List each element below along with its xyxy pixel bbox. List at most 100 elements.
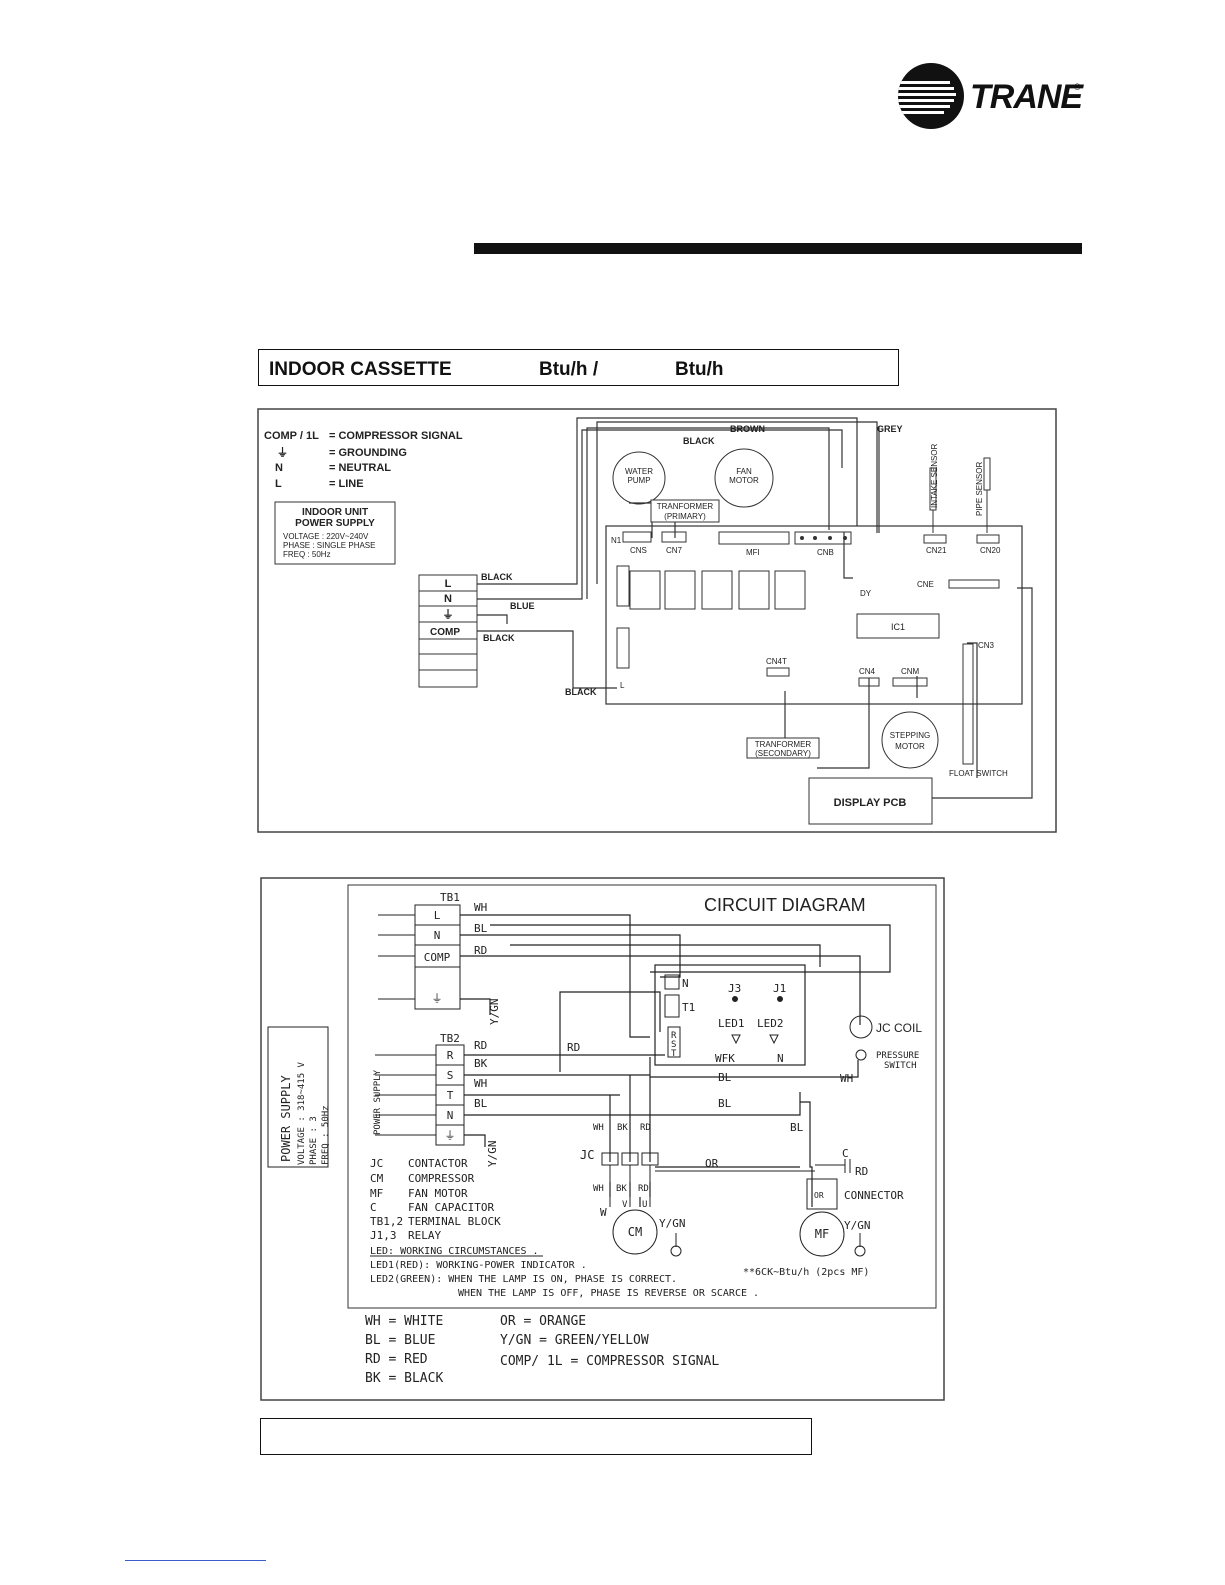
wire-label-black: BLACK <box>483 633 515 643</box>
power-voltage: VOLTAGE : 220V~240V <box>283 532 369 541</box>
color-legend-right: COMP/ 1L = COMPRESSOR SIGNAL <box>500 1354 719 1369</box>
tb1-term-l: L <box>434 909 441 922</box>
abbr-desc: FAN CAPACITOR <box>408 1201 494 1214</box>
wire-rd-label: RD <box>567 1041 580 1054</box>
fan-motor-label: MOTOR <box>729 476 759 485</box>
stepping-motor-label: MOTOR <box>895 742 925 751</box>
circuit-title: CIRCUIT DIAGRAM <box>704 895 866 915</box>
wire-wh-label: WH <box>593 1123 604 1133</box>
abbr-desc: TERMINAL BLOCK <box>408 1215 501 1228</box>
led2-label: LED2 <box>757 1017 784 1030</box>
circuit-diagram: CIRCUIT DIAGRAM TB1 L N COMP ⏚ WH BL RD … <box>260 877 945 1401</box>
connector-l: L <box>620 681 625 690</box>
abbr-code: TB1,2 <box>370 1215 403 1228</box>
indoor-wiring-diagram: COMP / 1L = COMPRESSOR SIGNAL ⏚ = GROUND… <box>257 408 1057 833</box>
connector-mfi: MFI <box>746 548 760 557</box>
unit-label-1: Btu/h / <box>539 359 599 380</box>
tb1-term-ground-icon: ⏚ <box>432 992 443 1005</box>
tb2-wire-ygn: Y/GN <box>486 1141 499 1168</box>
connector-cn4: CN4 <box>859 667 876 676</box>
relay-j1: J1 <box>773 982 786 995</box>
connector-cn4t: CN4T <box>766 657 787 666</box>
abbr-desc: FAN MOTOR <box>408 1187 468 1200</box>
tb1-term-n: N <box>434 929 441 942</box>
terminal-ground-icon: ⏚ <box>443 608 454 621</box>
mf-note: **6CK~Btu/h (2pcs MF) <box>743 1267 869 1278</box>
color-legend-left: BK = BLACK <box>365 1371 443 1386</box>
transformer-secondary-label: (SECONDARY) <box>755 749 811 758</box>
wire-label-black: BLACK <box>565 687 597 697</box>
pressure-switch-label: PRESSURE <box>876 1051 919 1061</box>
tb1-wire-ygn: Y/GN <box>488 999 501 1026</box>
transformer-primary-label: (PRIMARY) <box>664 512 706 521</box>
led1-label: LED1 <box>718 1017 745 1030</box>
wire-bl-label: BL <box>790 1121 804 1134</box>
terminal-comp: COMP <box>430 627 460 638</box>
abbr-code: C <box>370 1201 377 1214</box>
legend-value: = COMPRESSOR SIGNAL <box>329 430 463 442</box>
led-note: LED1(RED): WORKING-POWER INDICATOR . <box>370 1260 587 1271</box>
relay-j3: J3 <box>728 982 741 995</box>
mf-ygn: Y/GN <box>844 1219 871 1232</box>
float-switch-label: FLOAT SWITCH <box>949 769 1008 778</box>
power-phase: PHASE : 3 <box>309 1116 319 1165</box>
color-legend-left: RD = RED <box>365 1352 428 1367</box>
tb2-wire-wh: WH <box>474 1077 487 1090</box>
wire-rd-label: RD <box>640 1123 651 1133</box>
transformer-secondary-label: TRANFORMER <box>755 740 812 749</box>
cm-wire-bk: BK <box>616 1184 627 1194</box>
wire-label-blue: BLUE <box>510 601 535 611</box>
abbr-code: J1,3 <box>370 1229 397 1242</box>
wire-wh-label: WH <box>840 1072 853 1085</box>
tb2-term-ground-icon: ⏚ <box>445 1129 456 1142</box>
terminal-n: N <box>444 593 452 605</box>
connector-cn7: CN7 <box>666 546 683 555</box>
tb1-term-comp: COMP <box>424 951 451 964</box>
pipe-sensor-label: PIPE SENSOR <box>975 462 984 516</box>
power-supply-title: POWER SUPPLY <box>295 518 375 529</box>
fan-motor-label: FAN <box>736 467 752 476</box>
cm-motor-label: CM <box>628 1225 642 1239</box>
abbr-desc: COMPRESSOR <box>408 1172 475 1185</box>
wire-bk-label: BK <box>617 1123 628 1133</box>
relay-r: R <box>671 1031 677 1041</box>
tb1-wire-wh: WH <box>474 901 487 914</box>
cm-wire-rd: RD <box>638 1184 649 1194</box>
grounding-icon: ⏚ <box>277 446 288 459</box>
wire-label-black: BLACK <box>683 436 715 446</box>
color-legend-right: OR = ORANGE <box>500 1314 586 1329</box>
tb2-term-s: S <box>447 1069 454 1082</box>
mf-motor-label: MF <box>815 1227 829 1241</box>
trane-logo-icon <box>898 63 964 129</box>
legend-value: = LINE <box>329 478 364 490</box>
color-legend-left: BL = BLUE <box>365 1333 435 1348</box>
power-freq: FREQ : 50Hz <box>283 550 331 559</box>
brand-name: TRANE <box>970 78 1083 116</box>
relay-s: S <box>671 1040 676 1050</box>
wire-label-grey: GREY <box>877 424 903 434</box>
cm-wire-wh: WH <box>593 1184 604 1194</box>
wire-bl-label: BL <box>718 1097 732 1110</box>
cm-v: V <box>622 1200 628 1210</box>
registered-mark: ® <box>1074 82 1081 92</box>
legend-key: COMP / 1L <box>264 430 319 442</box>
water-pump-label: PUMP <box>627 476 650 485</box>
wire-bl-label: BL <box>718 1071 732 1084</box>
color-legend-right: Y/GN = GREEN/YELLOW <box>500 1333 649 1348</box>
connector-cnm: CNM <box>901 667 920 676</box>
abbr-code: MF <box>370 1187 383 1200</box>
jc-label: JC <box>580 1148 594 1162</box>
cm-u: U <box>642 1200 647 1210</box>
intake-sensor-label: INTAKE SENSOR <box>930 443 939 508</box>
abbr-code: CM <box>370 1172 384 1185</box>
connector-cnb: CNB <box>817 548 834 557</box>
power-supply-title: POWER SUPPLY <box>279 1075 293 1162</box>
display-pcb-label: DISPLAY PCB <box>834 797 907 809</box>
relay-t: T <box>671 1049 677 1059</box>
transformer-primary-label: TRANFORMER <box>657 502 714 511</box>
terminal-l: L <box>445 578 452 590</box>
tb2-wire-bk: BK <box>474 1057 488 1070</box>
color-legend-left: WH = WHITE <box>365 1314 443 1329</box>
ic1-label: IC1 <box>891 622 905 632</box>
tb1-wire-bl: BL <box>474 922 488 935</box>
